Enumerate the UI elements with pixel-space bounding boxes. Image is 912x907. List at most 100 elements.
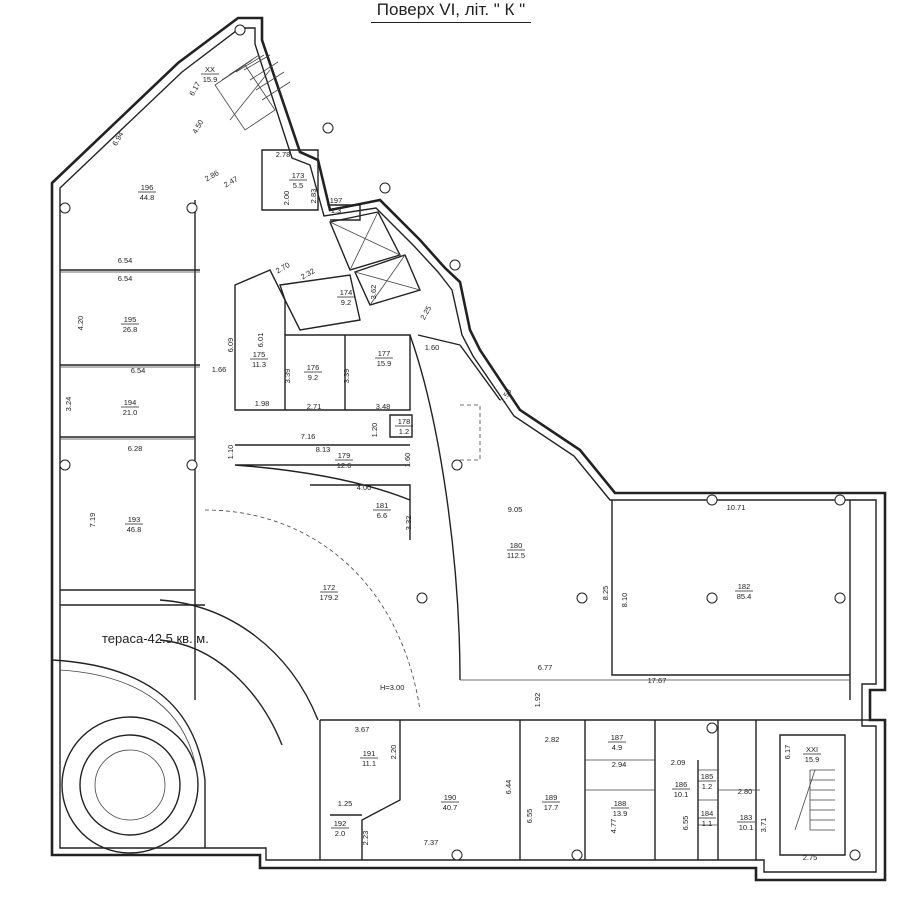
dimension-label: 8.25 [601, 586, 610, 601]
room-number: 176 [307, 363, 320, 372]
dimension-label: 2.20 [389, 745, 398, 760]
room-wall [60, 589, 205, 606]
room-area: 15.9 [203, 75, 218, 84]
elevator [329, 211, 401, 271]
dimension-label: 7.19 [88, 513, 97, 528]
dimension-label: 6.54 [131, 366, 146, 375]
dimension-label: 3.67 [355, 725, 370, 734]
stair [214, 54, 291, 131]
room-number: 175 [253, 350, 266, 359]
dimension-label: 2.70 [274, 260, 291, 275]
room-number: 195 [124, 315, 137, 324]
room-area: 179.2 [320, 593, 339, 602]
room-wall [284, 335, 346, 410]
dimension-label: 4.77 [609, 819, 618, 834]
dimension-label: 3.24 [64, 397, 73, 412]
dimension-label: 8.13 [316, 445, 331, 454]
dimension-label: 8.10 [620, 593, 629, 608]
column [449, 259, 461, 271]
room-area: 26.8 [123, 325, 138, 334]
dimension-label: 4.00 [357, 483, 372, 492]
room-number: 181 [376, 501, 389, 510]
dimension-label: 1.98 [255, 399, 270, 408]
room-number: 189 [545, 793, 558, 802]
terrace-rotunda [79, 734, 181, 836]
room-number: 191 [363, 749, 376, 758]
room-area: 10.1 [739, 823, 754, 832]
dimension-label: 2.83 [309, 189, 318, 204]
column [834, 494, 846, 506]
column [416, 592, 428, 604]
terrace-rotunda [61, 716, 199, 854]
dimension-label: 6.55 [681, 816, 690, 831]
room-number: 194 [124, 398, 137, 407]
dimension-label: 2.94 [612, 760, 627, 769]
dimension-label: 2.23 [361, 831, 370, 846]
dimension-label: 2.47 [222, 174, 239, 189]
column [849, 849, 861, 861]
dimension-label: 6.54 [118, 256, 133, 265]
room-number: XX [205, 65, 215, 74]
column [59, 202, 71, 214]
room-area: 112.5 [507, 551, 525, 560]
room-area: 5.5 [293, 181, 303, 190]
room-number: 197 [330, 196, 343, 205]
dimension-label: 4.20 [76, 316, 85, 331]
terrace-wall [51, 659, 206, 848]
column [834, 592, 846, 604]
stair-arrow [229, 69, 271, 121]
dimension-label: 3.32 [404, 516, 413, 531]
dimension-label: 2.86 [203, 168, 220, 183]
room-number: 186 [675, 780, 688, 789]
height-label: H=3.00 [380, 683, 404, 692]
hall-arc [204, 509, 421, 711]
room-number: 193 [128, 515, 141, 524]
room-labels: XX15.919644.81735.51971.31749.219526.817… [121, 65, 821, 838]
dimension-label: 1.60 [425, 343, 440, 352]
dimension-label: 1.66 [212, 365, 227, 374]
dimension-label: 6.28 [128, 444, 143, 453]
room-number: 192 [334, 819, 347, 828]
dimension-label: 6.17 [187, 80, 202, 97]
room-number: 182 [738, 582, 751, 591]
dimension-label: 9.05 [508, 505, 523, 514]
room-number: 183 [740, 813, 753, 822]
dimension-label: 1.20 [370, 423, 379, 438]
room-wall [460, 404, 481, 461]
room-area: 17.7 [544, 803, 559, 812]
dimension-label: 3.39 [283, 369, 292, 384]
dimension-label: 7.16 [301, 432, 316, 441]
room-area: 4.9 [612, 743, 622, 752]
dimension-label: 2.25 [418, 304, 433, 321]
room-area: 9.2 [341, 298, 351, 307]
room-wall [417, 334, 501, 401]
room-number: 188 [614, 799, 627, 808]
room-number: 185 [701, 772, 714, 781]
dimension-label: 1.10 [226, 445, 235, 460]
room-area: 15.9 [377, 359, 392, 368]
room-wall [234, 444, 411, 540]
room-number: XXI [806, 745, 818, 754]
room-number: 178 [398, 417, 411, 426]
room-area: 15.9 [805, 755, 820, 764]
column [576, 592, 588, 604]
dimension-label: 6.09 [226, 338, 235, 353]
floor-title: Поверх VI, літ. " К " [0, 0, 912, 23]
room-number: 196 [141, 183, 154, 192]
column [706, 722, 718, 734]
dimension-label: 2.32 [299, 266, 316, 281]
dimension-label: 3.39 [342, 369, 351, 384]
column [706, 592, 718, 604]
